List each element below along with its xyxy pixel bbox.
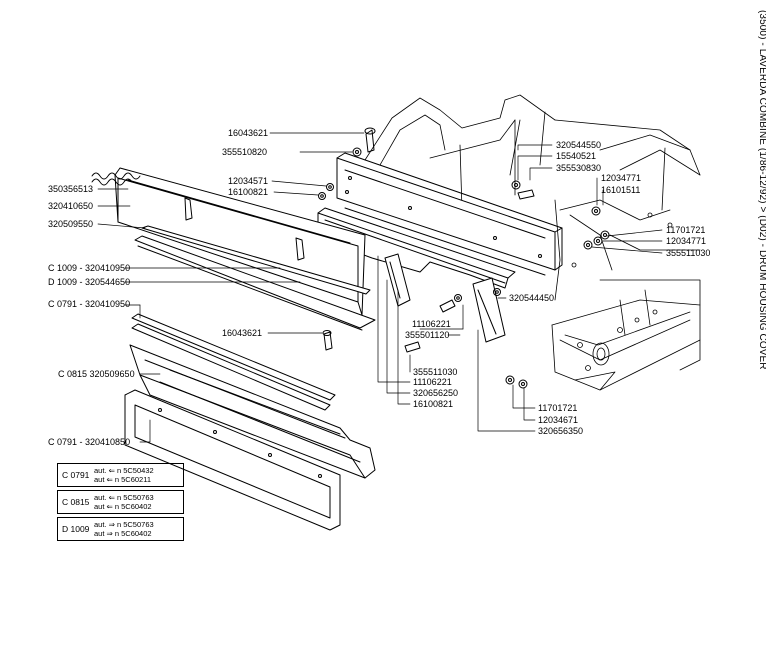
part-label: 320544450: [509, 293, 554, 303]
part-label: 11106221: [413, 377, 452, 387]
legend-line: aut. ⇐ n 5C50432: [94, 466, 154, 475]
part-label: 12034771: [666, 236, 706, 246]
part-label: 355501120: [405, 330, 449, 340]
part-label: 355510820: [222, 147, 267, 157]
legend-line: aut ⇒ n 5C60402: [94, 529, 152, 538]
part-label: 320509550: [48, 219, 93, 229]
legend-row: D 1009 aut. ⇒ n 5C50763 aut ⇒ n 5C60402: [57, 517, 184, 541]
part-label: 320410650: [48, 201, 93, 211]
part-label: C 0791 - 320410850: [48, 437, 130, 447]
part-label: 320656350: [538, 426, 583, 436]
part-label: C 0815 320509650: [58, 369, 135, 379]
part-label: 355511030: [413, 367, 457, 377]
part-label: 16043621: [222, 328, 262, 338]
part-label: 16100821: [413, 399, 453, 409]
machine-frame: [364, 94, 701, 391]
part-label: 11701721: [538, 403, 577, 413]
legend-line: aut ⇐ n 5C60402: [94, 502, 152, 511]
leader-lines: [97, 132, 663, 443]
part-label: 355511030: [666, 248, 710, 258]
legend-line: aut. ⇐ n 5C50763: [94, 493, 154, 502]
lower-cover-part: [129, 344, 376, 479]
spring-part: [91, 172, 141, 186]
housing-cover-part: [336, 152, 563, 276]
legend-code: D 1009: [62, 524, 90, 534]
part-label: C 0791 - 320410950: [48, 299, 130, 309]
part-label: 12034771: [601, 173, 641, 183]
part-label: 16100821: [228, 187, 268, 197]
legend-line: aut. ⇒ n 5C50763: [94, 520, 154, 529]
part-label: D 1009 - 320544650: [48, 277, 130, 287]
part-label: 16101511: [601, 185, 640, 195]
part-label: 12034671: [538, 415, 578, 425]
part-label: 11701721: [666, 225, 705, 235]
part-label: 355530830: [556, 163, 601, 173]
part-labels: 16043621 355510820 350356513 320410650 3…: [48, 128, 710, 447]
part-label: 11106221: [412, 319, 451, 329]
part-label: 320656250: [413, 388, 458, 398]
serial-legend-table: C 0791 aut. ⇐ n 5C50432 aut ⇐ n 5C60211 …: [57, 463, 184, 541]
legend-code: C 0815: [62, 497, 90, 507]
part-label: 350356513: [48, 184, 93, 194]
bottom-frame-part: [124, 389, 341, 531]
part-label: 320544550: [556, 140, 601, 150]
legend-row: C 0815 aut. ⇐ n 5C50763 aut ⇐ n 5C60402: [57, 490, 184, 514]
part-label: 15540521: [556, 151, 596, 161]
page-title: (3500) - LAVERDA COMBINE (1/86-12/92) > …: [757, 10, 766, 370]
part-label: 16043621: [228, 128, 268, 138]
bracket-parts: [384, 253, 506, 343]
legend-line: aut ⇐ n 5C60211: [94, 475, 152, 484]
legend-row: C 0791 aut. ⇐ n 5C50432 aut ⇐ n 5C60211: [57, 463, 184, 487]
part-label: C 1009 - 320410950: [48, 263, 130, 273]
part-label: 12034571: [228, 176, 268, 186]
legend-code: C 0791: [62, 470, 90, 480]
hardware-bolts-washers: [318, 127, 610, 389]
